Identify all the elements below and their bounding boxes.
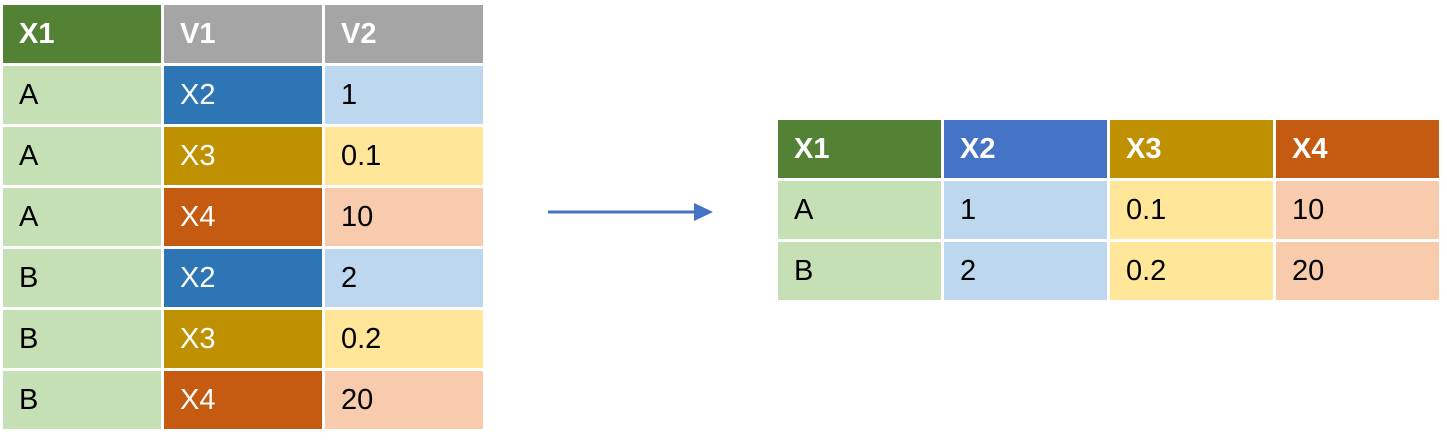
cell-x1: B: [3, 371, 161, 429]
cell-v1: X3: [164, 310, 322, 368]
header-x2: X2: [944, 120, 1107, 178]
cell-x4: 10: [1276, 181, 1439, 239]
wide-format-table: X1 X2 X3 X4 A 1 0.1 10 B 2 0.2 20: [778, 120, 1439, 300]
header-x1: X1: [3, 5, 161, 63]
cell-v1: X2: [164, 249, 322, 307]
cell-v2: 0.2: [325, 310, 483, 368]
cell-v2: 20: [325, 371, 483, 429]
cell-x1: B: [3, 249, 161, 307]
cell-x3: 0.1: [1110, 181, 1273, 239]
cell-x1: A: [3, 188, 161, 246]
cell-v2: 10: [325, 188, 483, 246]
header-x3: X3: [1110, 120, 1273, 178]
cell-v1: X4: [164, 371, 322, 429]
cell-x1: B: [3, 310, 161, 368]
header-v2: V2: [325, 5, 483, 63]
cell-x2: 1: [944, 181, 1107, 239]
cell-x2: 2: [944, 242, 1107, 300]
header-x1: X1: [778, 120, 941, 178]
cell-x3: 0.2: [1110, 242, 1273, 300]
header-x4: X4: [1276, 120, 1439, 178]
cell-x4: 20: [1276, 242, 1439, 300]
cell-x1: A: [3, 127, 161, 185]
cell-v2: 0.1: [325, 127, 483, 185]
long-format-table: X1 V1 V2 A X2 1 A X3 0.1 A X4 10 B X2 2 …: [3, 5, 483, 429]
cell-v1: X2: [164, 66, 322, 124]
cell-v1: X4: [164, 188, 322, 246]
cell-v1: X3: [164, 127, 322, 185]
arrow-head: [694, 203, 713, 221]
cell-x1: A: [3, 66, 161, 124]
right-arrow-icon: [548, 203, 713, 221]
cell-x1: A: [778, 181, 941, 239]
cell-v2: 2: [325, 249, 483, 307]
cell-v2: 1: [325, 66, 483, 124]
header-v1: V1: [164, 5, 322, 63]
cell-x1: B: [778, 242, 941, 300]
